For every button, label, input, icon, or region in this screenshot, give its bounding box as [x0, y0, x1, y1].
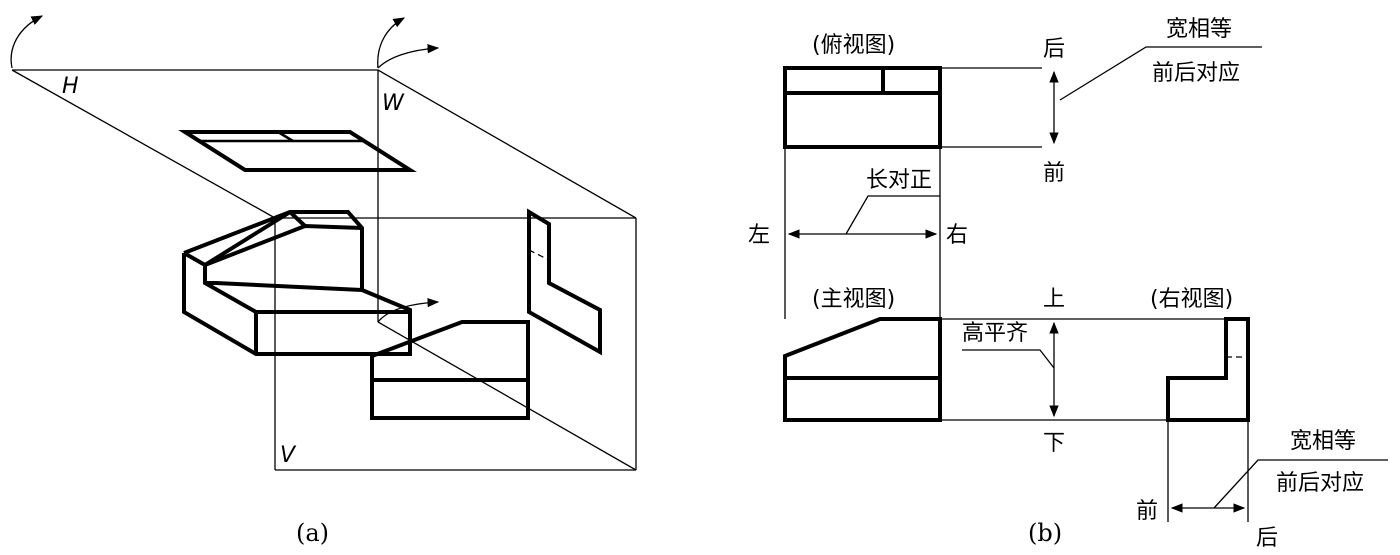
- direction-front-top: 前: [1043, 161, 1065, 186]
- plane-label-v: V: [280, 443, 297, 468]
- rotation-arrows: [10, 15, 440, 323]
- isometric-object: [182, 210, 412, 356]
- right-view: [1166, 317, 1250, 422]
- top-view: [783, 66, 942, 149]
- direction-front-bottom: 前: [1136, 499, 1158, 524]
- front-view-label: (主视图): [812, 287, 895, 312]
- panel-a-caption: (a): [296, 519, 329, 547]
- extension-lines: [784, 67, 1249, 522]
- direction-back-top: 后: [1043, 37, 1065, 62]
- rule-width-equal-top: 宽相等: [1166, 17, 1232, 42]
- h-plane-projection: [178, 130, 417, 172]
- panel-a: H W V (a): [10, 15, 637, 547]
- rule-width-equal-bottom: 宽相等: [1290, 429, 1356, 454]
- rule-length-aligned: 长对正: [866, 168, 932, 193]
- v-plane-projection: [370, 320, 530, 420]
- rule-height-level: 高平齐: [962, 321, 1028, 346]
- direction-right: 右: [946, 223, 968, 248]
- right-view-label: (右视图): [1150, 287, 1233, 312]
- rule-front-back-bottom: 前后对应: [1276, 471, 1364, 496]
- projection-planes: [11, 69, 637, 471]
- direction-up: 上: [1043, 287, 1065, 312]
- plane-label-w: W: [382, 91, 405, 116]
- panel-b-caption: (b): [1028, 519, 1062, 547]
- direction-back-bottom: 后: [1256, 526, 1278, 551]
- panel-b: (俯视图) (主视图) (右视图): [748, 17, 1388, 551]
- top-view-label: (俯视图): [812, 33, 895, 58]
- leader-lines: [845, 46, 1388, 509]
- direction-left: 左: [748, 223, 770, 248]
- dimension-arrows: [787, 70, 1246, 513]
- w-plane-projection: [527, 208, 602, 356]
- plane-label-h: H: [62, 74, 79, 99]
- front-view: [783, 317, 942, 422]
- rule-front-back-top: 前后对应: [1152, 61, 1240, 86]
- direction-down: 下: [1043, 431, 1065, 456]
